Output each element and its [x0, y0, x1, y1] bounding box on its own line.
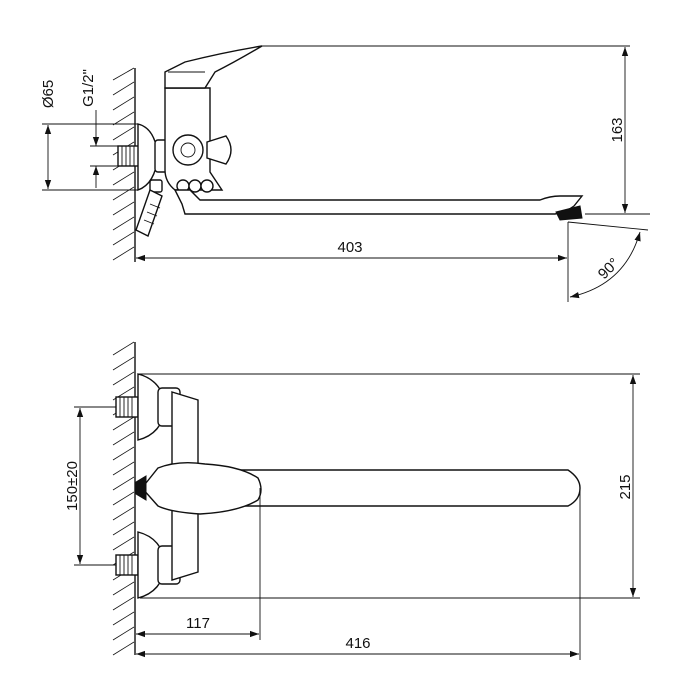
handle-pivot: [135, 475, 147, 501]
dim-diameter-65: Ø65: [40, 80, 138, 191]
dim-angle-label: 90°: [595, 255, 623, 283]
dim-117: 117: [136, 488, 261, 640]
wall-hatch-top: [112, 341, 136, 656]
dim-163: 163: [262, 45, 650, 215]
threaded-inlet-side: [117, 145, 141, 167]
dim-thread-g12: G1/2": [80, 69, 118, 188]
dim-403: 403: [136, 222, 569, 302]
side-view: 163 403 90° Ø65 G1/2": [40, 45, 650, 302]
dim-416: 416: [136, 488, 581, 660]
dim-416-label: 416: [345, 635, 370, 652]
dim-angle-90: 90°: [567, 221, 649, 299]
dim-117-label: 117: [186, 615, 210, 632]
lever-handle-top: [141, 461, 262, 515]
shower-outlet: [149, 179, 214, 193]
spout-side: [173, 189, 584, 215]
dim-150: 150±20: [64, 406, 116, 566]
diverter-handle: [206, 135, 232, 165]
dim-diameter-label: Ø65: [40, 80, 57, 108]
top-view: 215 150±20 117 416: [64, 341, 640, 660]
dim-215-label: 215: [617, 474, 634, 499]
dim-150-label: 150±20: [64, 461, 81, 511]
diverter-knob: [172, 134, 204, 166]
dim-403-label: 403: [337, 239, 362, 256]
aerator-side: [555, 205, 583, 221]
inlet-top-upper: [115, 373, 181, 441]
lever-handle-side: [164, 45, 263, 89]
dim-215: 215: [138, 373, 640, 599]
dim-163-label: 163: [609, 117, 626, 142]
dim-thread-label: G1/2": [80, 69, 97, 107]
